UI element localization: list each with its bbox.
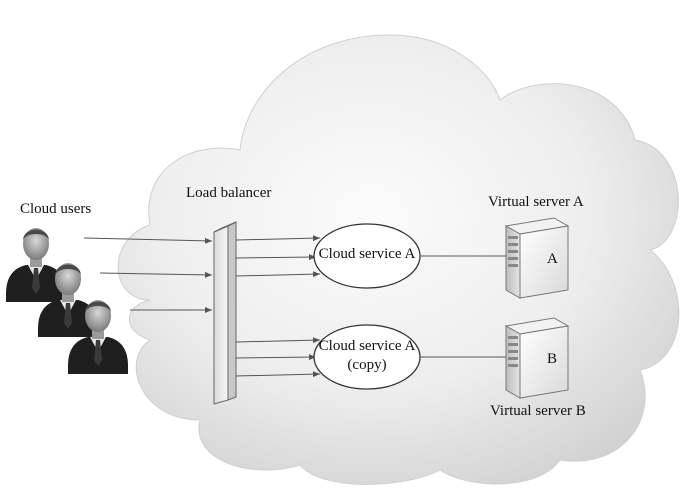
server-tower-icon	[505, 217, 569, 299]
cloud-service-a-label: Cloud service A	[318, 246, 416, 262]
server-tower-icon	[505, 317, 569, 399]
virtual-server-a-label: Virtual server A	[488, 194, 584, 210]
load-balancer-bar	[213, 221, 237, 405]
service-server-links	[420, 255, 510, 358]
server-a-letter: A	[547, 251, 558, 267]
user-request-arrows	[83, 237, 213, 313]
user-silhouette-icon	[6, 228, 66, 302]
cloud-users-label: Cloud users	[20, 201, 92, 217]
cloud-users-group	[6, 228, 128, 374]
copy-label: (copy)	[347, 357, 387, 373]
server-b-letter: B	[547, 351, 558, 367]
load-balancer-label: Load balancer	[186, 185, 272, 201]
cloud-service-a-copy-label: Cloud service A	[318, 338, 416, 354]
dispatch-arrows	[235, 235, 321, 378]
virtual-server-b-label: Virtual server B	[490, 403, 586, 419]
